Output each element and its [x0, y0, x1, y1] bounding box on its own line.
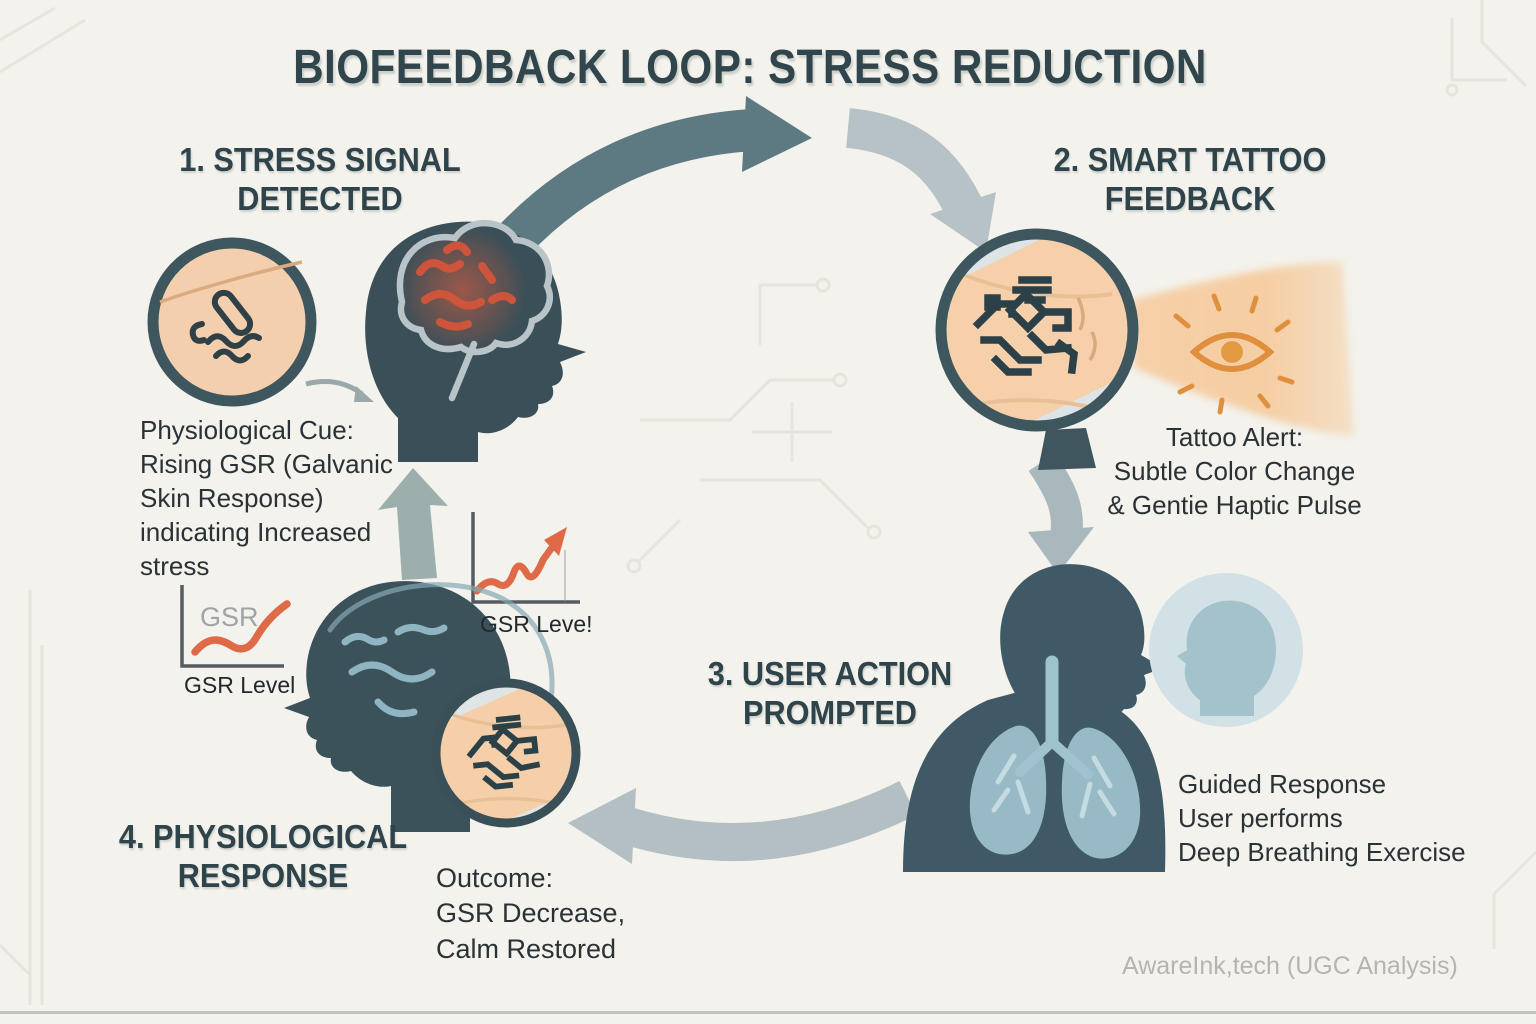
arrow-step1-to-step2-light [845, 108, 996, 252]
watermark: AwareInk,tech (UGC Analysis) [1122, 952, 1458, 980]
breath-bubble-head-icon [1149, 573, 1303, 727]
step3-note: Guided Response User performs Deep Breat… [1178, 769, 1466, 868]
gsr-rising-chart [180, 585, 291, 668]
bottom-border-line [0, 1011, 1536, 1014]
attention-beam [1132, 262, 1354, 436]
alert-eye-icon [1173, 293, 1295, 415]
step3-heading: 3. USER ACTION PROMPTED [707, 655, 953, 731]
arrow-step4-to-step1 [378, 468, 448, 580]
arrow-cue-to-head [305, 379, 374, 402]
step1-heading: 1. STRESS SIGNAL DETECTED [179, 141, 461, 217]
step4-heading: 4. PHYSIOLOGICAL RESPONSE [118, 818, 408, 894]
arrow-step3-to-step4 [568, 780, 917, 864]
gsr-arrow-chart-caption: GSR Leve! [480, 611, 593, 637]
head-stressed-brain-icon [365, 220, 586, 462]
step2-heading: 2. SMART TATTOO FEEDBACK [1053, 141, 1327, 217]
step1-note: Physiological Cue: Rising GSR (Galvanic … [140, 415, 393, 582]
gsr-chart-inner-label: GSR [200, 602, 259, 632]
step2-note: Tattoo Alert: Subtle Color Change & Gent… [1107, 422, 1362, 521]
step4-note: Outcome: GSR Decrease, Calm Restored [436, 863, 626, 964]
gsr-skin-circle-icon [147, 237, 317, 407]
gsr-chart-caption: GSR Level [184, 672, 296, 698]
arrow-step1-to-step2-dark [496, 96, 812, 257]
page-title: BIOFEEDBACK LOOP: STRESS REDUCTION [293, 41, 1207, 94]
arrow-step2-to-step3 [1028, 453, 1094, 574]
gsr-rising-arrow-chart [471, 512, 580, 604]
